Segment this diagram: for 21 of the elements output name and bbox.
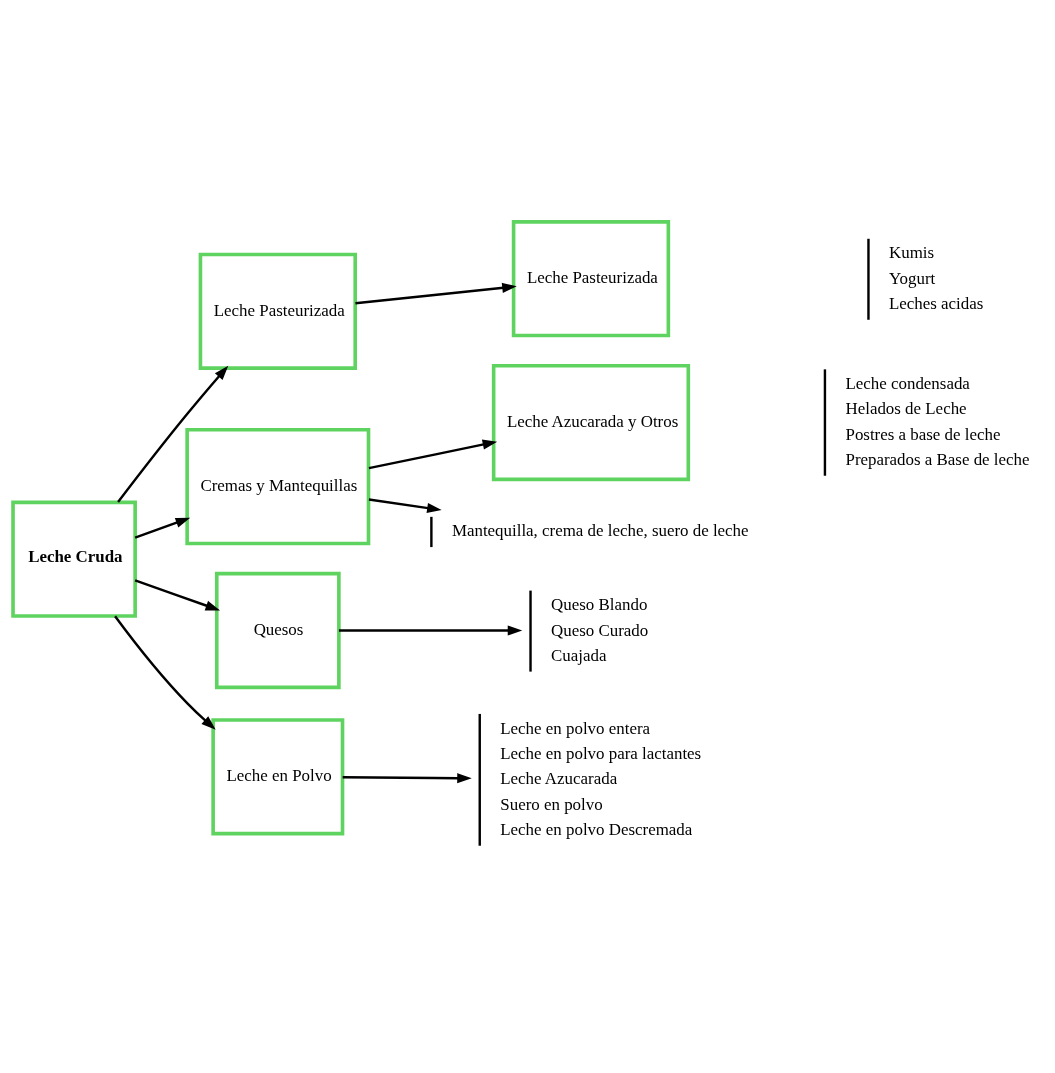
node-box: Leche en Polvo [211,718,345,836]
arrow [114,615,216,730]
node-box: Leche Pasteurizada [511,220,671,338]
node-text: Leche condensada Helados de Leche Postres a base de leche Preparados a Base de leche [845,373,1030,470]
arrow [368,498,442,513]
arrow [134,579,221,611]
node-box: Leche Cruda [11,500,137,618]
arrow [368,439,498,470]
node-text: Leche en polvo entera Leche en polvo para lactantes Leche Azucarada Suero en polvo Leche en polvo Descremada [500,718,702,840]
arrow [342,773,472,784]
arrow [134,517,191,539]
node-text: Queso Blando Queso Curado Cuajada [551,595,649,665]
node-box: Quesos [214,571,341,690]
arrow [117,365,229,503]
node-box: Leche Pasteurizada [198,252,358,370]
node-box: Cremas y Mantequillas [185,428,371,546]
node-box: Leche Azucarada y Otros [491,363,691,482]
arrow [338,625,523,636]
node-text: Kumis Yogurt Leches acidas [889,243,984,314]
arrow [355,282,517,305]
node-text: Mantequilla, crema de leche, suero de leche [451,521,749,541]
